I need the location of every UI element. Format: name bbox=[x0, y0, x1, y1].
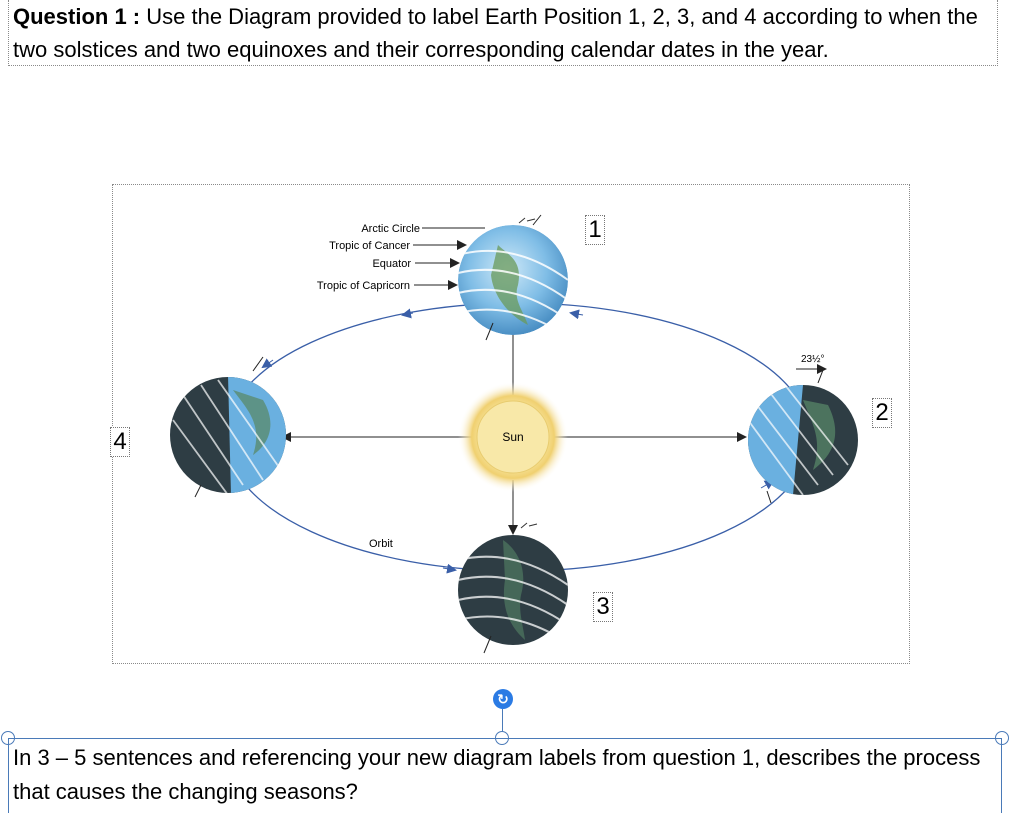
rotate-icon[interactable]: ↻ bbox=[493, 689, 513, 709]
question2-text: In 3 – 5 sentences and referencing your … bbox=[13, 745, 981, 804]
position-label-1[interactable]: 1 bbox=[585, 215, 605, 245]
earth-position-2 bbox=[748, 385, 858, 495]
position-label-3[interactable]: 3 bbox=[593, 592, 613, 622]
earth-position-1 bbox=[458, 225, 568, 335]
seasons-diagram[interactable]: Sun bbox=[112, 184, 910, 664]
question1-text: Question 1 : Use the Diagram provided to… bbox=[13, 0, 997, 66]
question1-label: Question 1 : bbox=[13, 4, 141, 29]
rotate-handle-line bbox=[502, 709, 503, 733]
seasons-diagram-svg: Sun bbox=[170, 214, 858, 654]
question1-body: Use the Diagram provided to label Earth … bbox=[13, 4, 978, 62]
earth-position-3 bbox=[458, 535, 568, 645]
question2-textbox[interactable]: In 3 – 5 sentences and referencing your … bbox=[8, 738, 1002, 813]
tilt-label: 23½° bbox=[801, 354, 824, 365]
position-label-4[interactable]: 4 bbox=[110, 427, 130, 457]
question1-box: Question 1 : Use the Diagram provided to… bbox=[8, 0, 998, 66]
position-label-2[interactable]: 2 bbox=[872, 398, 892, 428]
equator-label: Equator bbox=[372, 258, 411, 270]
arctic-circle-label: Arctic Circle bbox=[361, 223, 420, 235]
tropic-of-cancer-label: Tropic of Cancer bbox=[329, 240, 410, 252]
orbit-label: Orbit bbox=[369, 538, 393, 550]
sun-label: Sun bbox=[502, 430, 523, 444]
earth-position-4 bbox=[170, 377, 286, 493]
tropic-of-capricorn-label: Tropic of Capricorn bbox=[317, 280, 410, 292]
